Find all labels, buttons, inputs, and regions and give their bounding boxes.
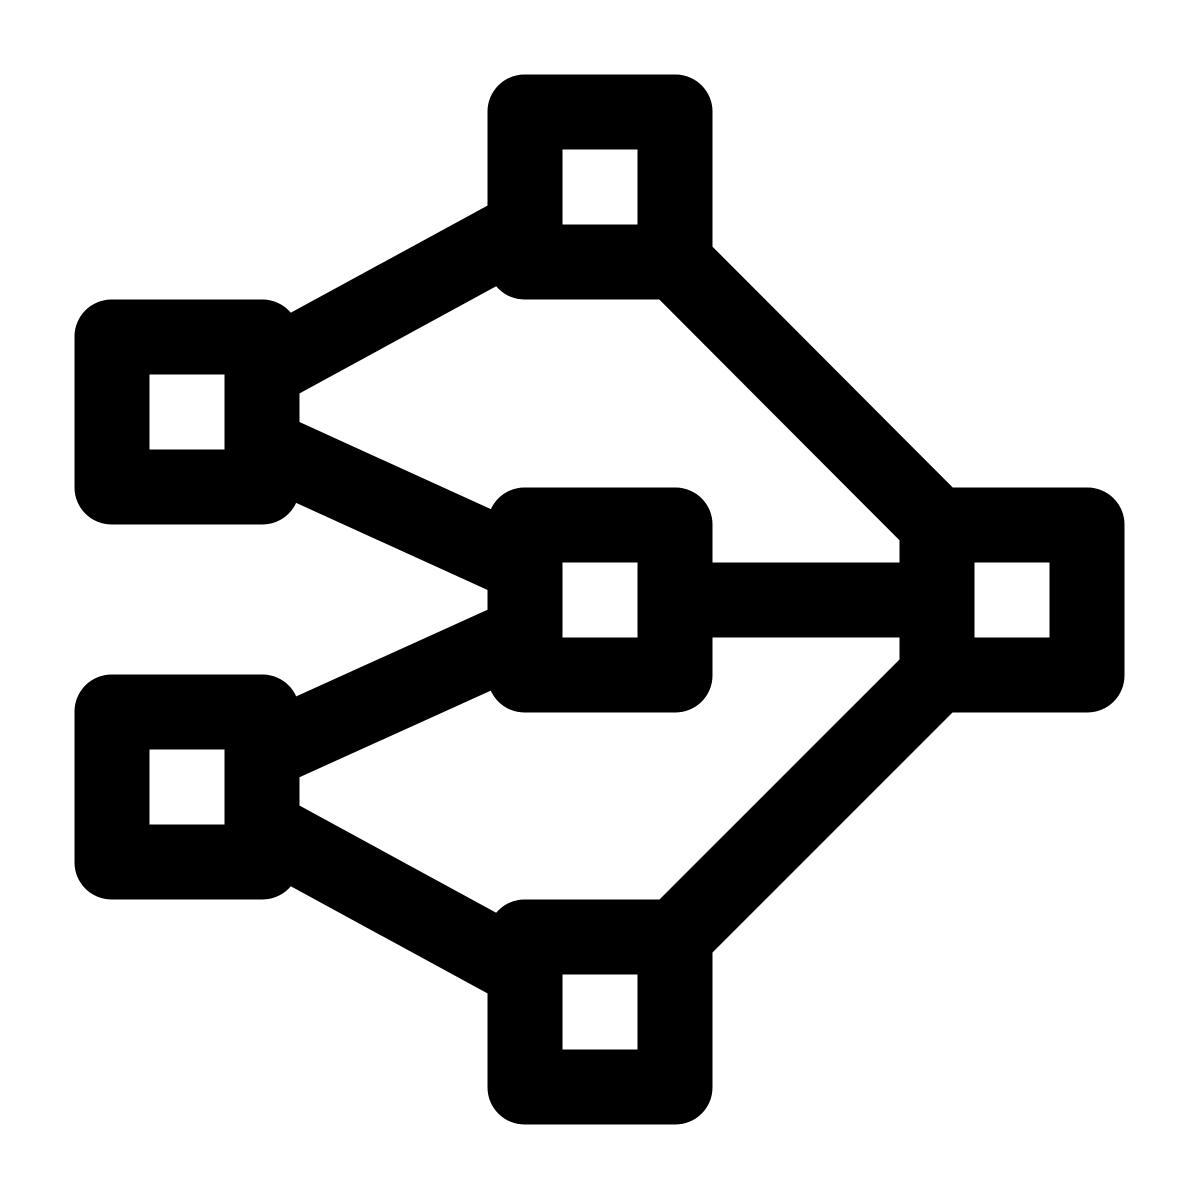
node-hole [149,374,225,450]
node-hole [562,562,638,638]
nodes [74,74,1125,1125]
node-hidden-top [487,74,713,300]
node-in-bottom [74,674,300,900]
node-out [899,487,1125,713]
node-hidden-bottom [487,899,713,1125]
node-hole [562,974,638,1050]
node-hole [974,562,1050,638]
node-in-top [74,299,300,525]
node-hidden-middle [487,487,713,713]
node-hole [149,749,225,825]
node-hole [562,149,638,225]
